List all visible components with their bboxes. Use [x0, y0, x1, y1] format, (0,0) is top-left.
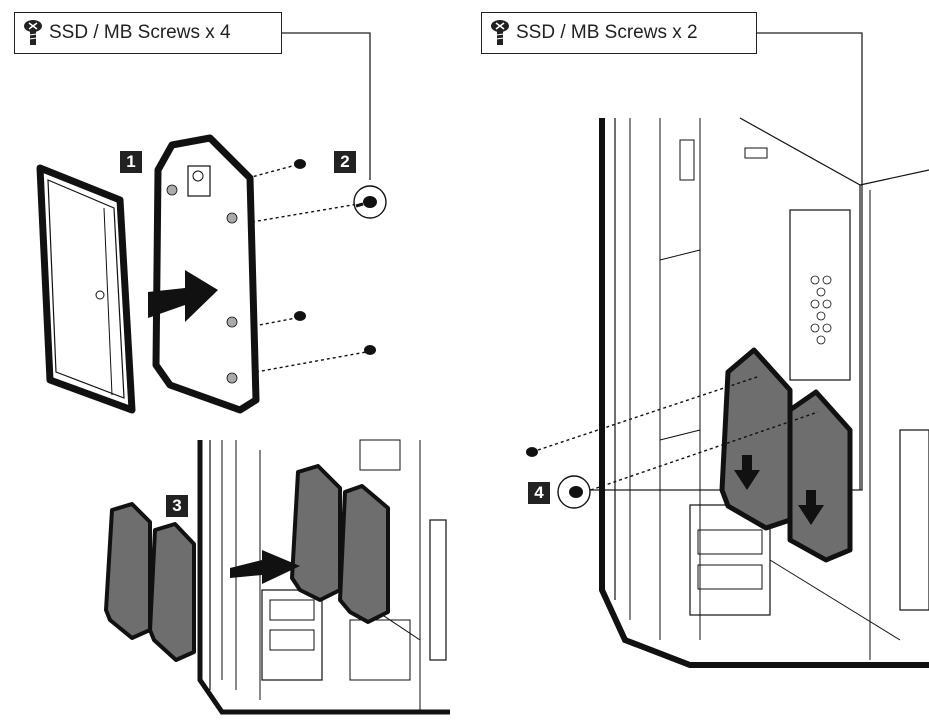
- step-1-badge: 1: [120, 151, 142, 173]
- callout-right: SSD / MB Screws x 2: [481, 12, 757, 54]
- step-3-badge: 3: [166, 495, 188, 517]
- drive-plain: [36, 164, 136, 414]
- screw-icon: [24, 20, 42, 45]
- screw-paths-4: [537, 375, 819, 493]
- insert-arrow: [148, 270, 218, 322]
- callout-right-text: SSD / MB Screws x 2: [516, 22, 698, 43]
- case-panel-4: [599, 117, 929, 668]
- step-4-badge: 4: [528, 482, 550, 504]
- screw-4: [526, 447, 538, 457]
- screw-icon: [491, 20, 509, 45]
- screws-1: [294, 159, 376, 355]
- screw-paths-1: [247, 164, 367, 373]
- down-arrows-4: [734, 455, 824, 525]
- leader-line-left: [282, 32, 371, 180]
- callout-left: SSD / MB Screws x 4: [14, 12, 282, 54]
- vent-grid-4: [810, 275, 832, 345]
- drives-installed-4: [719, 347, 853, 563]
- drives-loose-3: [104, 502, 196, 662]
- step-2-badge: 2: [334, 151, 356, 173]
- drive-bracket: [152, 134, 260, 414]
- insert-arrow-3: [230, 550, 300, 584]
- case-panel-3: [197, 439, 450, 715]
- callout-left-text: SSD / MB Screws x 4: [49, 22, 231, 43]
- drives-installed-3: [290, 464, 390, 624]
